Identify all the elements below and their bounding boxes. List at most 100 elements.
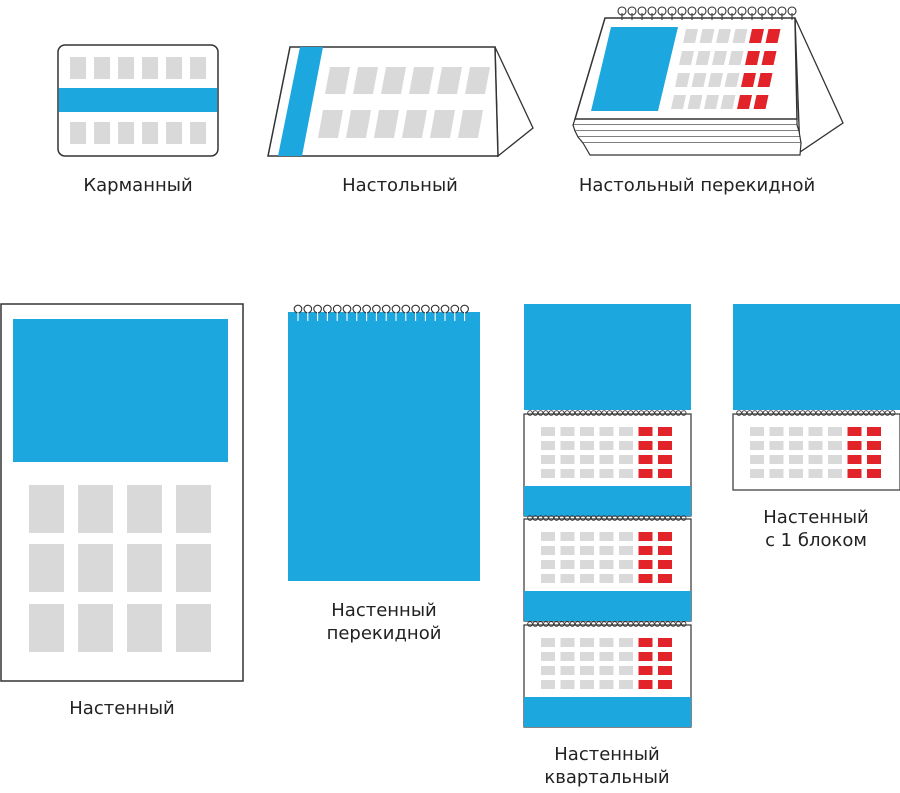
caption-wall-flip: Настенный перекидной (326, 600, 442, 644)
spiral-ring (852, 410, 859, 416)
weekend-cell (867, 455, 881, 464)
day-cell (599, 532, 614, 541)
spiral-ring (585, 410, 592, 416)
spiral-ring (574, 621, 581, 627)
weekend-cell (638, 532, 653, 541)
day-cell (599, 441, 614, 450)
spiral-ring (665, 410, 671, 416)
desk-flip-back-side (794, 17, 844, 154)
desk-cell (430, 110, 455, 138)
spiral-ring (633, 621, 639, 627)
desk-cell (458, 110, 483, 138)
pocket-calendar (57, 44, 219, 157)
day-cell (789, 441, 803, 450)
wall-cell (78, 604, 113, 652)
weekend-cell (638, 455, 653, 464)
day-cell (619, 546, 633, 555)
spiral-ring (821, 410, 827, 416)
spiral-ring (874, 410, 880, 416)
pocket-cell (118, 57, 134, 79)
desk-flip-page-edge (577, 136, 802, 144)
desk-cell (437, 67, 462, 94)
spiral-ring (805, 410, 811, 416)
day-cell (560, 638, 575, 647)
desk-flip-cell (708, 73, 723, 87)
spiral-ring (569, 410, 576, 416)
spiral-ring (601, 621, 607, 627)
desk-flip-page-edge (572, 124, 800, 132)
wall-cell (176, 485, 211, 533)
spiral-ring (638, 515, 645, 521)
spiral-ring (574, 410, 581, 416)
desk-flip-cell (712, 51, 727, 65)
weekend-cell (847, 469, 862, 478)
spiral-ring (585, 621, 592, 627)
day-cell (750, 441, 764, 450)
day-cell (580, 441, 594, 450)
desk-flip-spiral (617, 6, 797, 20)
desk-blue-strip (278, 47, 323, 156)
day-cell (541, 638, 555, 647)
day-cell (808, 441, 823, 450)
pocket-cell (94, 122, 110, 144)
day-cell (560, 427, 575, 436)
spiral-ring (596, 410, 602, 416)
spiral-ring (810, 410, 816, 416)
spiral-ring (789, 410, 795, 416)
day-cell (619, 532, 633, 541)
desk-flip-cell (704, 95, 719, 109)
day-cell (619, 638, 633, 647)
spiral-ring (606, 621, 613, 627)
desk-flip-weekend-cell (749, 29, 764, 43)
spiral-ring (569, 621, 576, 627)
spiral-ring (527, 621, 533, 627)
spiral-ring (548, 410, 554, 416)
weekend-cell (658, 680, 672, 689)
spiral-ring (537, 410, 544, 416)
spiral-ring (601, 515, 607, 521)
caption-wall-quarterly: Настенный квартальный (544, 744, 670, 788)
spiral-ring (580, 410, 586, 416)
month-block-blue-band (524, 486, 691, 516)
spiral-ring (868, 410, 875, 416)
desk-cell (346, 110, 371, 138)
spiral-ring (670, 621, 676, 627)
pocket-cell (94, 57, 110, 79)
caption-pocket: Карманный (83, 175, 193, 196)
weekend-cell (658, 441, 672, 450)
spiral-ring (527, 410, 533, 416)
spiral-ring (585, 515, 592, 521)
weekend-cell (658, 546, 672, 555)
day-cell (808, 455, 823, 464)
wall-cell (29, 604, 64, 652)
spiral-ring (680, 621, 687, 627)
caption-wall-single-block: Настенный с 1 блоком (763, 507, 869, 551)
spiral-ring (622, 515, 629, 521)
day-cell (599, 652, 614, 661)
pocket-cell (166, 57, 182, 79)
weekend-cell (658, 427, 672, 436)
desk-flip-cell (691, 73, 707, 87)
pocket-cell-grid (70, 57, 206, 144)
spiral-ring (596, 621, 602, 627)
month-block-blue-band (524, 591, 691, 621)
spiral-ring (617, 515, 623, 521)
spiral-ring (553, 621, 560, 627)
spiral-ring (794, 410, 801, 416)
day-cell (769, 441, 784, 450)
spiral-ring (643, 515, 650, 521)
wall-blue-image (13, 319, 228, 462)
spiral-ring (564, 410, 570, 416)
desk-flip-cell (675, 73, 690, 87)
day-cell (541, 546, 555, 555)
day-cell (580, 666, 594, 675)
day-cell (580, 560, 594, 569)
day-cell (599, 546, 614, 555)
day-cell (750, 427, 764, 436)
spiral-ring (548, 515, 554, 521)
day-cell (599, 666, 614, 675)
spiral-ring (580, 621, 586, 627)
spiral-ring (612, 410, 618, 416)
spiral-ring (654, 410, 660, 416)
day-cell (560, 666, 575, 675)
